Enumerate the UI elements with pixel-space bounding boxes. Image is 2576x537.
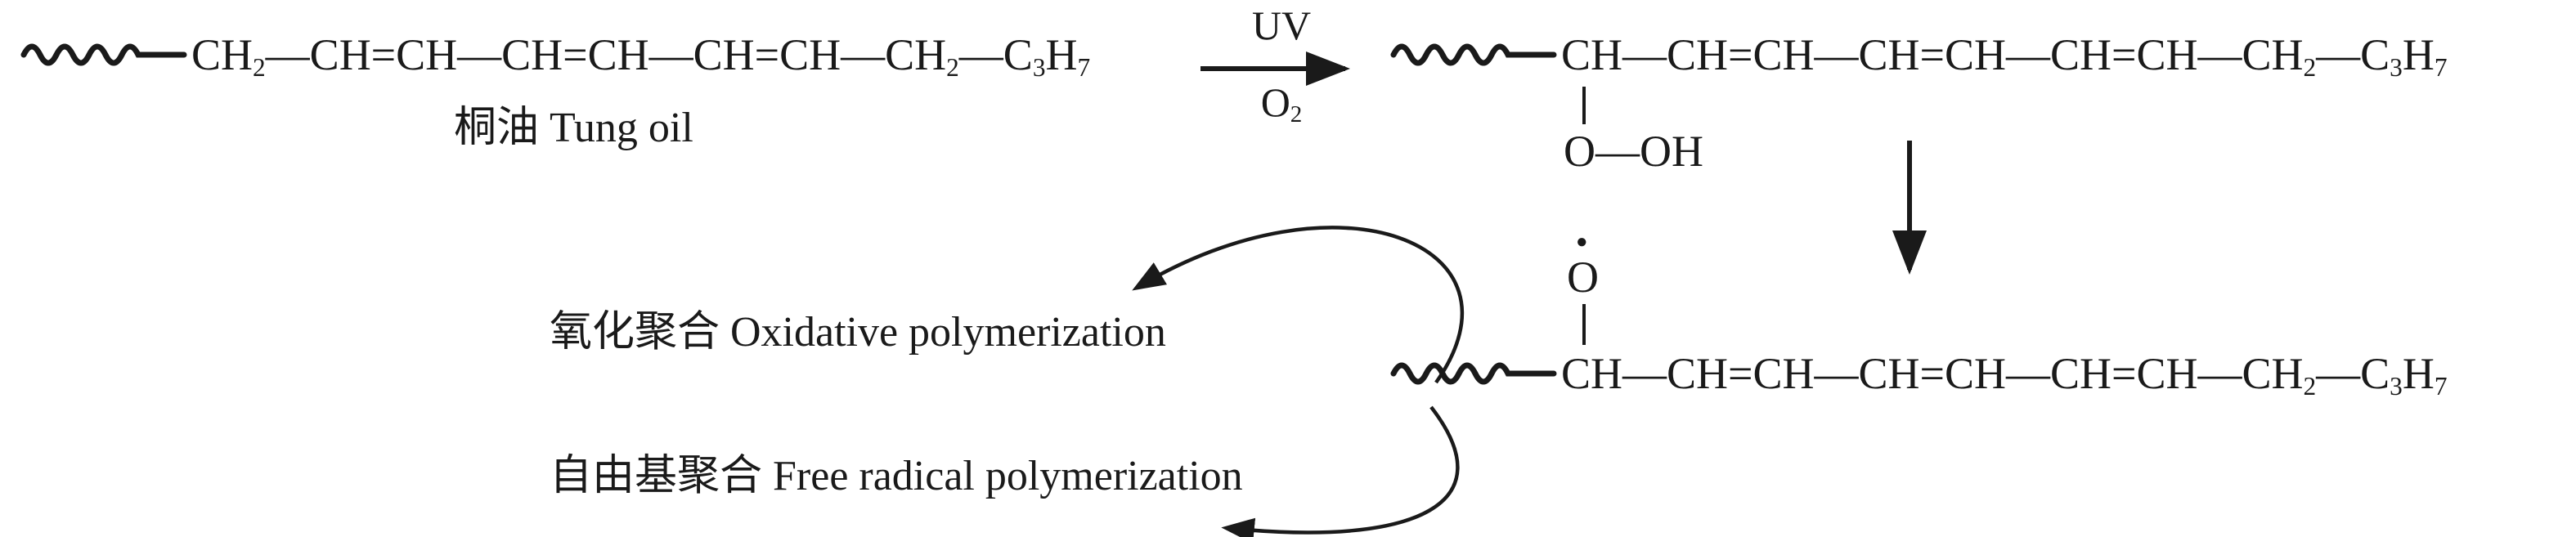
free-radical-polymerization-label: 自由基聚合 Free radical polymerization bbox=[550, 453, 1243, 499]
free-radical-curved-arrow bbox=[1221, 405, 1460, 537]
radical-dot: ● bbox=[1576, 231, 1588, 253]
uv-condition-label: UV bbox=[1251, 2, 1312, 48]
alkoxy-radical-formula: CH—CH=CH—CH=CH—CH=CH—CH2—C3H7 bbox=[1561, 349, 2448, 401]
hydroperoxide-structure: CH—CH=CH—CH=CH—CH=CH—CH2—C3H7 bbox=[1390, 29, 2447, 80]
hydroperoxide-formula: CH—CH=CH—CH=CH—CH=CH—CH2—C3H7 bbox=[1561, 30, 2448, 82]
tung-oil-structure: CH2—CH=CH—CH=CH—CH=CH—CH2—C3H7 bbox=[20, 29, 1090, 80]
alkoxy-oxygen: O bbox=[1567, 253, 1599, 302]
wavy-bond-icon bbox=[1390, 43, 1557, 66]
tung-oil-label: 桐油 Tung oil bbox=[454, 105, 693, 151]
alkoxy-radical-structure: CH—CH=CH—CH=CH—CH=CH—CH2—C3H7 bbox=[1390, 348, 2447, 399]
hydroperoxide-group: O—OH bbox=[1564, 127, 1703, 176]
oxidative-polymerization-label: 氧化聚合 Oxidative polymerization bbox=[550, 309, 1166, 356]
tung-oil-formula: CH2—CH=CH—CH=CH—CH=CH—CH2—C3H7 bbox=[191, 30, 1091, 82]
wavy-bond-icon bbox=[20, 43, 187, 66]
oxygen-condition-label: O2 bbox=[1260, 79, 1303, 128]
wavy-bond-icon bbox=[1390, 362, 1557, 385]
